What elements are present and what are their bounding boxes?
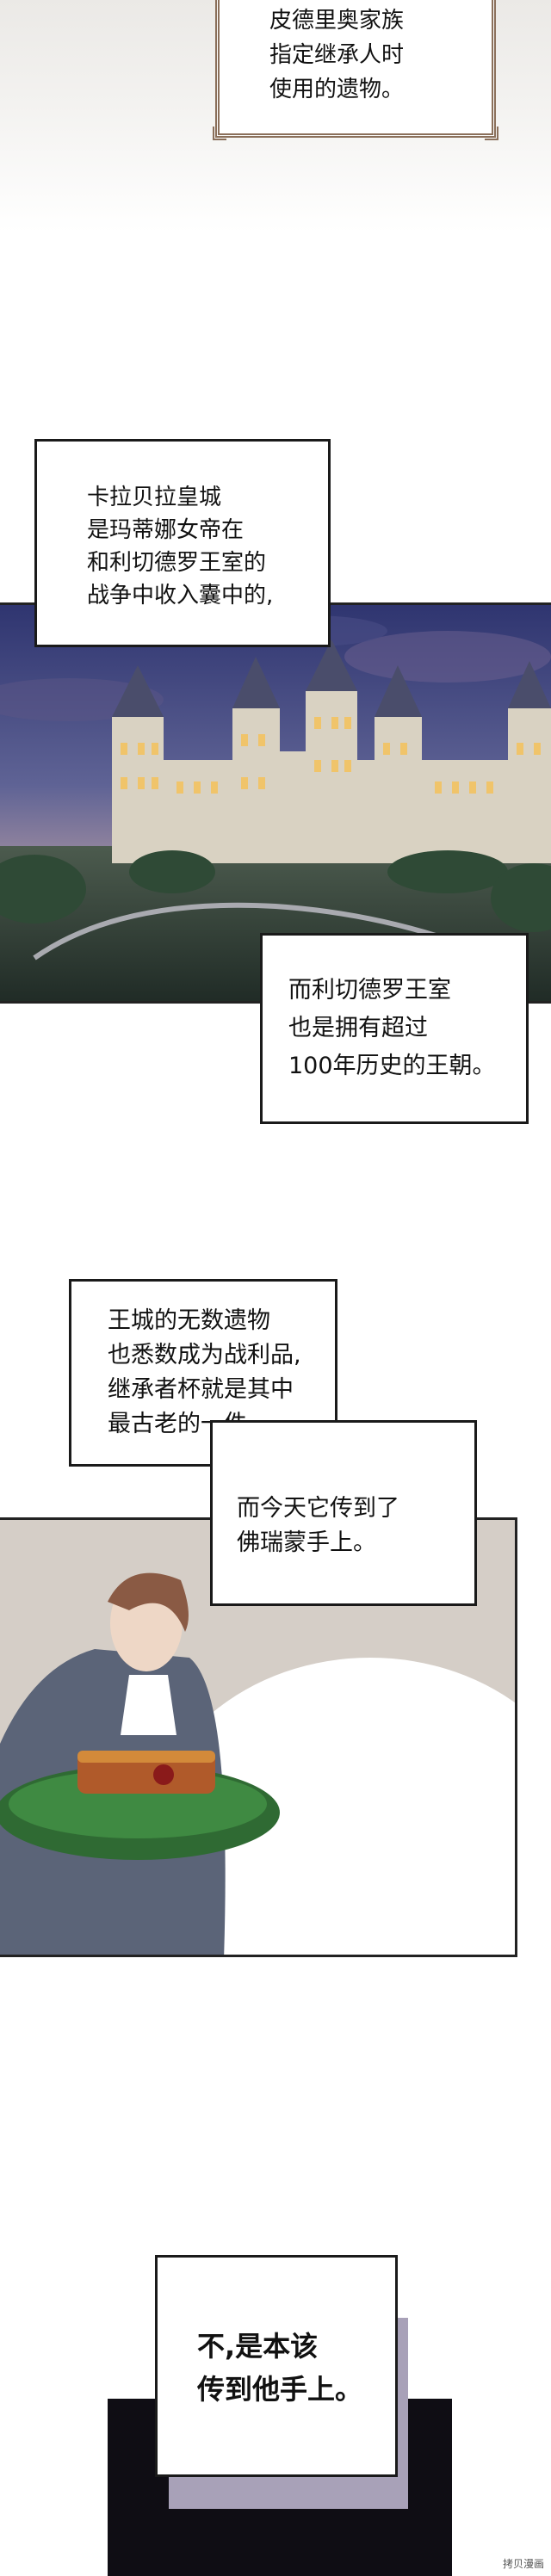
caption-castle-intro: 卡拉贝拉皇城 是玛蒂娜女帝在 和利切德罗王室的 战争中收入囊中的, <box>34 439 331 647</box>
caption-dynasty: 而利切德罗王室 也是拥有超过 100年历史的王朝。 <box>260 933 529 1124</box>
ornate-caption-box: 皮德里奥家族 指定继承人时 使用的遗物。 <box>213 0 498 140</box>
caption-treasures: 王城的无数遗物 也悉数成为战利品, 继承者杯就是其中 最古老的一件, <box>69 1279 337 1467</box>
caption-final: 不,是本该 传到他手上。 <box>155 2255 398 2477</box>
frame-corner-ornament <box>213 127 226 140</box>
watermark: 拷贝漫画 <box>502 2558 544 2570</box>
caption-today: 而今天它传到了 佛瑞蒙手上。 <box>210 1420 477 1606</box>
caption-heirloom: 皮德里奥家族 指定继承人时 使用的遗物。 <box>269 8 405 102</box>
frame-corner-ornament <box>485 127 498 140</box>
